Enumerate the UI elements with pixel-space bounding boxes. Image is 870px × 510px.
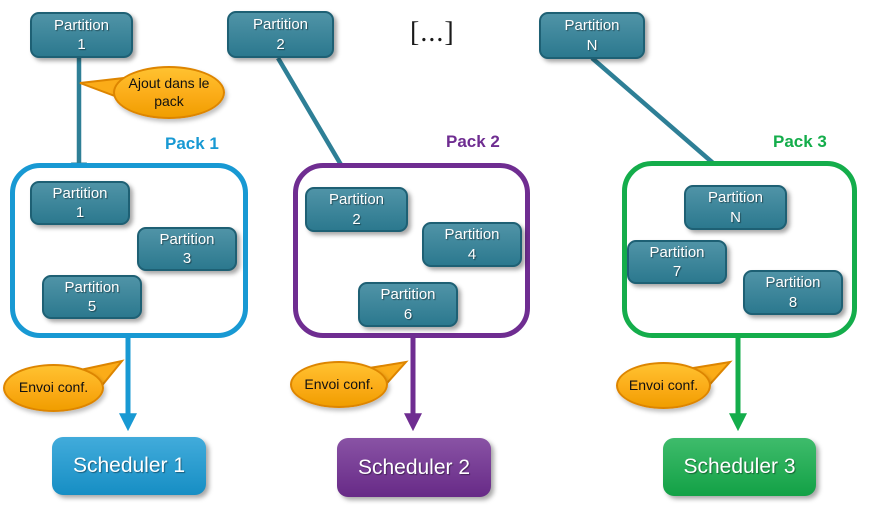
partition-label: Partition bbox=[159, 230, 215, 248]
callout-envoi-text: Envoi conf. bbox=[304, 375, 374, 392]
callout-envoi-2: Envoi conf. bbox=[290, 361, 388, 408]
scheduler-2-box: Scheduler 2 bbox=[337, 438, 491, 497]
partition-label: Partition bbox=[564, 17, 620, 34]
callout-ajout-text: Ajout dans le pack bbox=[128, 75, 210, 109]
pack-2-container: Partition 2 Partition 4 Partition 6 bbox=[293, 163, 530, 338]
pack3-partition-7: Partition 7 bbox=[627, 240, 727, 284]
partition-number: 1 bbox=[75, 204, 85, 221]
pack-1-container: Partition 1 Partition 3 Partition 5 bbox=[10, 163, 248, 338]
partition-number: 5 bbox=[87, 298, 97, 315]
pack2-partition-4: Partition 4 bbox=[422, 222, 522, 267]
pack3-partition-8: Partition 8 bbox=[743, 270, 843, 315]
pack2-partition-6: Partition 6 bbox=[358, 282, 458, 327]
callout-envoi-3: Envoi conf. bbox=[616, 362, 711, 409]
scheduler-3-box: Scheduler 3 bbox=[663, 438, 816, 496]
pack1-partition-5: Partition 5 bbox=[42, 275, 142, 319]
scheduler-label: Scheduler 2 bbox=[357, 455, 471, 479]
scheduler-label: Scheduler 1 bbox=[72, 454, 186, 477]
pack-3-container: Partition N Partition 7 Partition 8 bbox=[622, 161, 857, 338]
ellipsis-text: [...] bbox=[410, 17, 455, 48]
partition-number: 7 bbox=[672, 263, 682, 280]
partition-label: Partition bbox=[64, 278, 120, 296]
partition-number: 2 bbox=[352, 210, 361, 228]
partition-label: Partition bbox=[380, 286, 436, 303]
partition-source-2: Partition 2 bbox=[227, 11, 334, 58]
partition-label: Partition bbox=[707, 189, 764, 206]
partition-label: Partition bbox=[53, 16, 110, 34]
partition-number: 1 bbox=[77, 36, 86, 53]
partition-source-N: Partition N bbox=[539, 12, 645, 59]
pack1-partition-1: Partition 1 bbox=[30, 181, 130, 225]
partition-label: Partition bbox=[765, 274, 821, 291]
partition-source-1: Partition 1 bbox=[30, 12, 133, 58]
callout-envoi-1: Envoi conf. bbox=[3, 364, 104, 412]
callout-envoi-text: Envoi conf. bbox=[18, 379, 89, 396]
partition-number: 8 bbox=[788, 293, 798, 311]
partition-label: Partition bbox=[649, 243, 705, 261]
arrow-partitionN-to-pack3 bbox=[590, 56, 733, 181]
pack-1-title: Pack 1 bbox=[165, 134, 219, 153]
partition-label: Partition bbox=[52, 184, 108, 202]
scheduler-1-box: Scheduler 1 bbox=[52, 437, 206, 495]
partition-label: Partition bbox=[328, 191, 385, 208]
pack1-partition-3: Partition 3 bbox=[137, 227, 237, 271]
partition-label: Partition bbox=[252, 16, 309, 33]
partition-label: Partition bbox=[444, 226, 500, 243]
partition-number: N bbox=[730, 208, 741, 226]
partition-number: 2 bbox=[276, 35, 285, 53]
partition-number: 4 bbox=[467, 245, 477, 263]
callout-envoi-text: Envoi conf. bbox=[628, 376, 699, 393]
pack2-partition-2: Partition 2 bbox=[305, 187, 408, 232]
scheduler-label: Scheduler 3 bbox=[683, 455, 796, 478]
pack3-partition-N: Partition N bbox=[684, 185, 787, 230]
partition-number: 3 bbox=[182, 250, 192, 267]
pack-3-title: Pack 3 bbox=[773, 132, 827, 151]
partition-number: 6 bbox=[403, 305, 413, 323]
arrow-partition2-to-pack2 bbox=[276, 56, 354, 186]
pack-2-title: Pack 2 bbox=[446, 132, 500, 151]
callout-ajout: Ajout dans le pack bbox=[113, 66, 225, 119]
partition-number: N bbox=[586, 36, 598, 54]
